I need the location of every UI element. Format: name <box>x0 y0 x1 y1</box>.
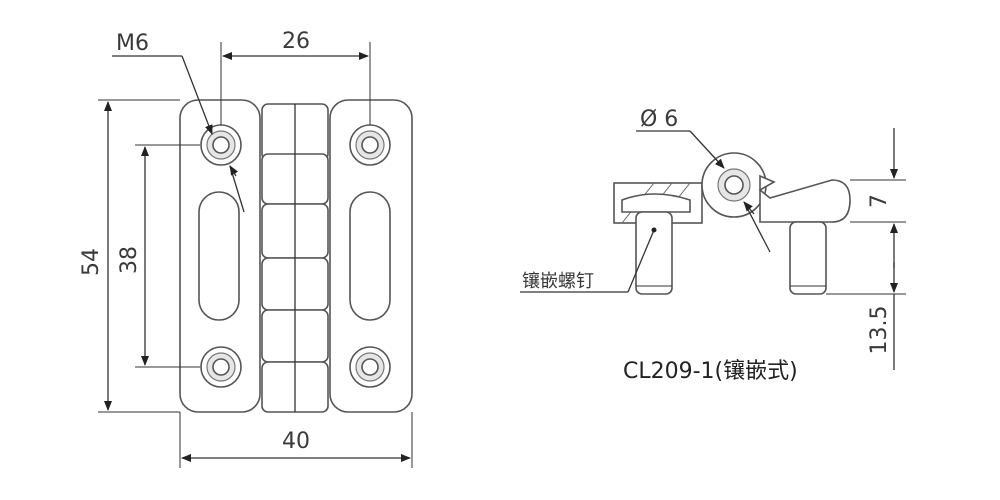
front-view: 40 26 54 38 M6 <box>79 29 413 468</box>
insert-screw-callout: 镶嵌螺钉 <box>520 227 657 293</box>
mounting-hole-top-right <box>349 124 391 166</box>
right-leaf-section <box>758 174 851 223</box>
dimension-thickness: 7 <box>850 128 906 268</box>
model-label: CL209-1(镶嵌式) <box>623 359 798 384</box>
dim-hole-spacing-y-value: 38 <box>117 246 142 274</box>
left-stud <box>635 211 673 295</box>
dim-thickness-value: 7 <box>867 194 892 208</box>
pin-diameter-callout: Ø 6 <box>636 107 771 253</box>
dimension-width: 40 <box>179 412 413 468</box>
thread-callout: M6 <box>112 31 245 213</box>
pin-diameter-label: Ø 6 <box>640 107 678 132</box>
right-stud <box>789 221 827 295</box>
insert-screw-label: 镶嵌螺钉 <box>522 271 594 292</box>
dim-height-value: 54 <box>79 248 104 276</box>
left-slot <box>198 191 240 321</box>
insert-screw-head <box>621 193 691 213</box>
hinge-knuckles <box>261 103 329 413</box>
dimension-height: 54 <box>79 99 180 413</box>
dim-width-value: 40 <box>282 429 310 454</box>
dimension-hole-spacing-x: 26 <box>220 29 371 125</box>
mounting-hole-bottom-left <box>200 346 242 388</box>
right-slot <box>349 191 391 321</box>
dim-stud-length-value: 13.5 <box>867 306 892 355</box>
mounting-hole-bottom-right <box>349 346 391 388</box>
dimension-hole-spacing-y: 38 <box>117 144 200 368</box>
mounting-hole-top-left <box>200 124 242 166</box>
dim-hole-spacing-x-value: 26 <box>282 29 310 54</box>
dimension-stud-length: 13.5 <box>826 262 906 370</box>
thread-label: M6 <box>116 31 149 56</box>
side-view: Ø 6 镶嵌螺钉 7 13.5 <box>520 107 906 370</box>
